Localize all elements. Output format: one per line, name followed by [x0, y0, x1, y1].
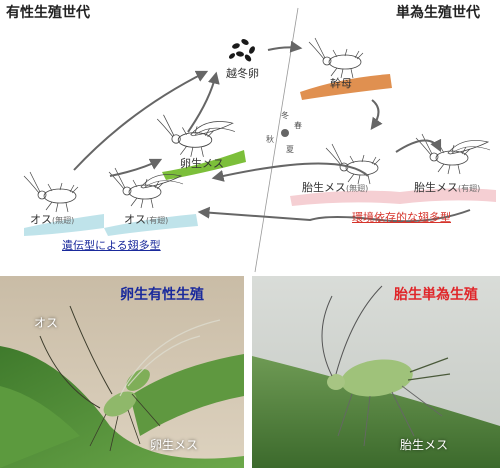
male-winged-label: オス(有翅) [124, 213, 169, 226]
arrow-viviparous-to-male [197, 206, 471, 223]
arrow-stem-mother-to-viviparous [370, 99, 383, 130]
aphid-outline-icon [308, 37, 364, 79]
male-wingless-band [24, 214, 104, 236]
vivip-winged-label: 胎生メス(有翅) [414, 181, 481, 194]
stem-mother-band [300, 74, 392, 100]
arrow-male-to-oviparous [109, 158, 163, 177]
season-spring: 春 [294, 121, 302, 130]
stem-mother-label: 幹母 [330, 77, 352, 90]
season-autumn: 秋 [266, 135, 274, 144]
sexual-generation-heading: 有性生殖世代 [6, 5, 90, 21]
overwintering-egg-label: 越冬卵 [226, 67, 259, 80]
parthenogenetic-generation-heading: 単為生殖世代 [396, 5, 480, 21]
oviparous-sexual-photo: 卵生有性生殖 オス 卵生メス [0, 276, 244, 468]
season-summer: 夏 [286, 145, 294, 154]
vivip-wingless-tag: (無翅) [346, 184, 369, 193]
aphid-outline-icon [23, 171, 79, 213]
male-winged-tag: (有翅) [146, 216, 169, 225]
right-photo-female-label: 胎生メス [400, 438, 449, 452]
photo-left-image [0, 276, 244, 468]
left-photo-male-label: オス [34, 316, 59, 330]
male-wingless-tag: (無翅) [52, 216, 75, 225]
viviparous-parthenogenetic-photo: 胎生単為生殖 胎生メス [252, 276, 500, 468]
vivip-winged-tag: (有翅) [458, 184, 481, 193]
oviparous-band [162, 150, 246, 180]
arrow-oviparous-to-egg [187, 71, 220, 133]
season-center-dot [281, 129, 289, 137]
male-winged-band [104, 214, 198, 236]
egg-cluster-icon [228, 39, 255, 62]
vivip-winged-band [400, 188, 496, 204]
arrow-viviparous-to-oviparous [211, 162, 369, 182]
aphid-female-body [126, 369, 150, 391]
arrow-male-to-egg [73, 70, 209, 171]
right-photo-title: 胎生単為生殖 [394, 287, 478, 303]
aphid-viviparous-body [341, 359, 413, 397]
genetic-polymorphism-caption: 遺伝型による翅多型 [62, 239, 161, 252]
photo-right-image [252, 276, 500, 468]
left-photo-title: 卵生有性生殖 [120, 287, 204, 303]
male-wingless-label: オス(無翅) [30, 213, 75, 226]
arrow-wingless-to-winged [395, 138, 442, 153]
vivip-wingless-label: 胎生メス(無翅) [302, 181, 369, 194]
season-winter: 冬 [281, 111, 289, 120]
vivip-wingless-band [290, 190, 400, 206]
environmental-polymorphism-caption: 環境依存的な翅多型 [352, 211, 451, 224]
oviparous-female-label: 卵生メス [180, 157, 224, 170]
arrow-egg-to-stem-mother [267, 40, 303, 53]
left-photo-female-label: 卵生メス [150, 438, 199, 452]
